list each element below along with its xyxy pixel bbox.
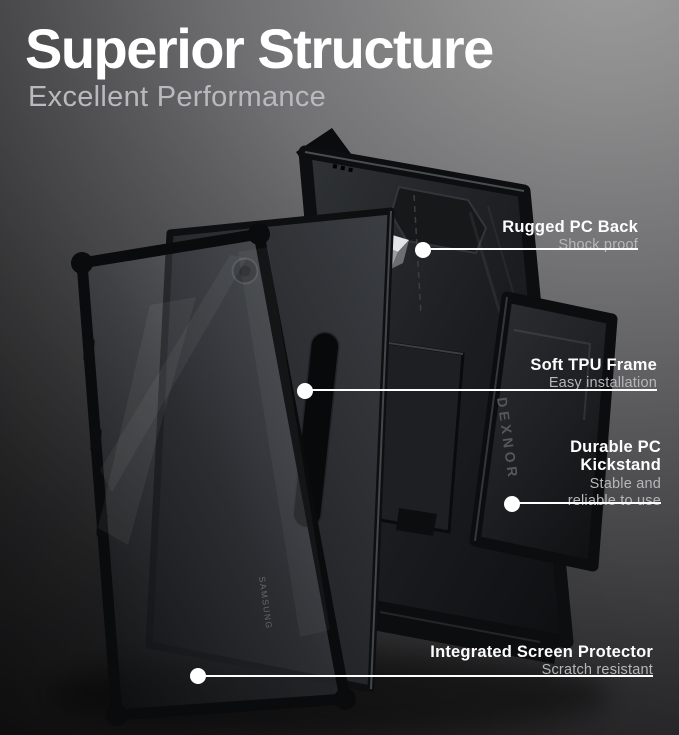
- page-title: Superior Structure: [25, 17, 494, 80]
- callout-dot: [415, 242, 431, 258]
- callout-title: Integrated Screen Protector: [430, 643, 653, 661]
- front-cover: [71, 223, 356, 726]
- callout-title: Durable PC: [570, 438, 661, 456]
- page-subtitle: Excellent Performance: [28, 81, 327, 113]
- callout-dot: [190, 668, 206, 684]
- callout-title: Soft TPU Frame: [530, 356, 657, 374]
- callout-subtitle: reliable to use: [568, 493, 661, 509]
- callout-line: [423, 248, 638, 250]
- callout-durable-pc-kickstand: Durable PC Kickstand Stable and reliable…: [568, 438, 661, 509]
- callout-dot: [297, 383, 313, 399]
- callout-subtitle: Easy installation: [548, 375, 657, 392]
- callout-line: [512, 502, 661, 504]
- callout-line: [305, 389, 657, 391]
- callout-dot: [504, 496, 520, 512]
- callout-line: [198, 675, 653, 677]
- callout-title: Rugged PC Back: [502, 218, 638, 236]
- callout-subtitle: Shock proof: [558, 237, 638, 254]
- callout-soft-tpu-frame: Soft TPU Frame Easy installation: [530, 356, 657, 392]
- callout-title: Kickstand: [580, 456, 661, 475]
- callout-subtitle: Scratch resistant: [541, 662, 653, 679]
- callout-integrated-screen-protector: Integrated Screen Protector Scratch resi…: [430, 643, 653, 679]
- callout-subtitle: Stable and: [589, 475, 661, 492]
